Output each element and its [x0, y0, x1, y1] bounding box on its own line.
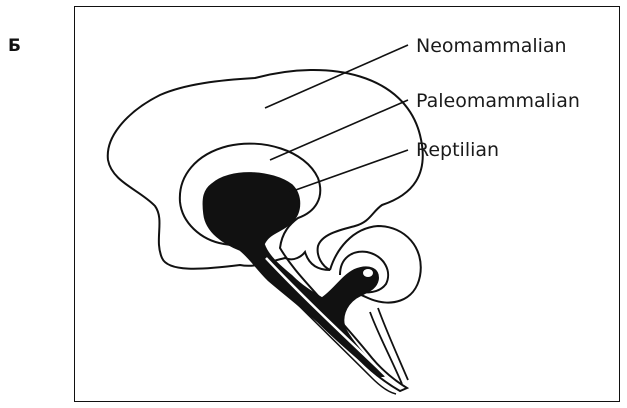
paleomammalian-label: Paleomammalian: [416, 90, 580, 112]
bulb-core: [363, 269, 373, 277]
reptilian-leader-line: [290, 150, 408, 192]
reptilian-label: Reptilian: [416, 139, 499, 161]
neomammalian-leader-line: [265, 45, 408, 108]
neomammalian-label: Neomammalian: [416, 35, 567, 57]
reptilian-region: [203, 173, 384, 376]
paleomammalian-leader-line: [270, 100, 408, 160]
